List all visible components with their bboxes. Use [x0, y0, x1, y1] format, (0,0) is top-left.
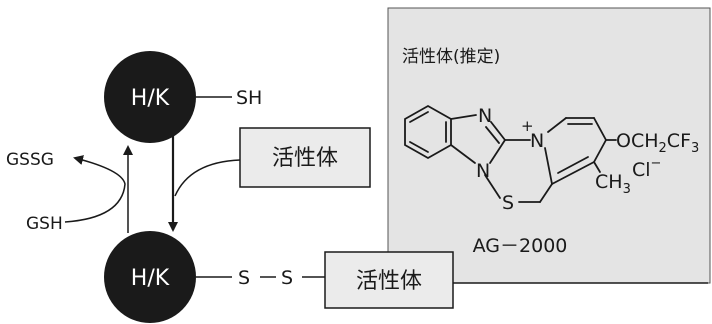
- bond-c-n: [450, 114, 477, 120]
- atom-plus-sign: +: [521, 117, 534, 135]
- active-compound-box-lower: [324, 251, 454, 309]
- gsh-label: GSH: [26, 214, 63, 234]
- active-compound-box-upper: [239, 127, 371, 188]
- group-och2cf3: OCH2CF3: [616, 130, 699, 156]
- atom-n-bottom: N: [476, 160, 490, 182]
- atom-n-top: N: [478, 105, 492, 127]
- gssg-label: GSSG: [6, 150, 54, 170]
- active-compound-curve: [174, 159, 241, 197]
- active-form-panel: [387, 7, 711, 284]
- active-compound-label-lower: 活性体: [356, 269, 422, 294]
- enzyme-hk-bottom: [104, 231, 196, 323]
- structure-bonds: [404, 104, 617, 203]
- sulfur-label-2: S: [281, 267, 293, 289]
- enzyme-hk-bottom-label: H/K: [131, 266, 170, 291]
- panel-title: 活性体(推定): [402, 47, 500, 67]
- compound-name: AG－2000: [473, 235, 568, 257]
- atom-n-plus: N: [530, 130, 544, 152]
- counter-ion-cl: Cl−: [632, 156, 661, 181]
- sulfur-label-1: S: [238, 267, 250, 289]
- reaction-lines: [64, 96, 708, 284]
- enzyme-hk-top-label: H/K: [131, 86, 170, 111]
- group-ch3: CH3: [595, 171, 631, 197]
- enzyme-hk-top: [104, 51, 196, 143]
- glutathione-curve: [64, 155, 126, 223]
- thiol-group-label: SH: [236, 87, 262, 109]
- atom-s-ring: S: [502, 192, 514, 214]
- active-compound-label-upper: 活性体: [272, 146, 338, 171]
